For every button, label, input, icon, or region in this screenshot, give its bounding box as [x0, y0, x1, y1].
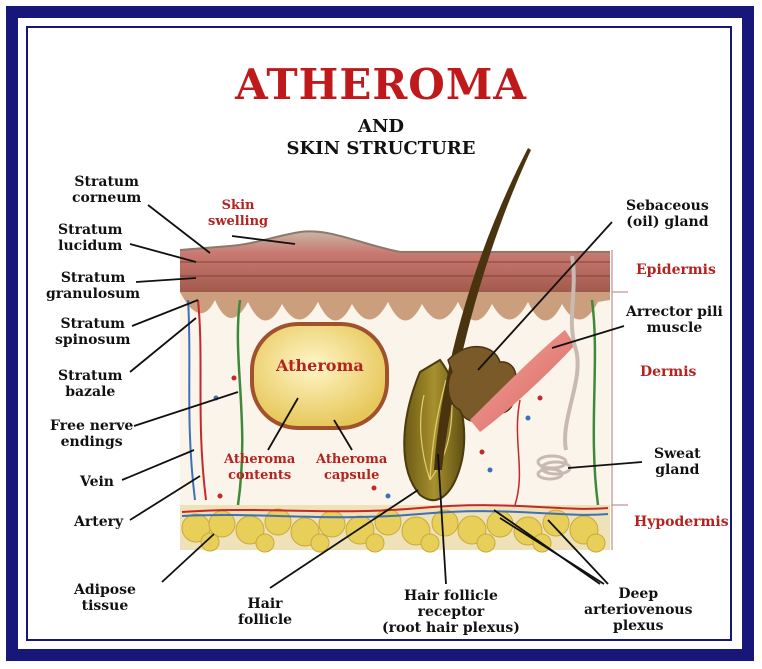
layer-dermis: Dermis	[640, 364, 696, 380]
label-vein: Vein	[80, 474, 114, 490]
label-artery: Artery	[74, 514, 123, 530]
label-sebaceous-gland: Sebaceous(oil) gland	[626, 198, 709, 230]
layer-epidermis: Epidermis	[636, 262, 716, 278]
atheroma-cyst	[252, 324, 387, 428]
label-atheroma: Atheroma	[276, 358, 364, 374]
layer-hypodermis: Hypodermis	[634, 514, 729, 530]
